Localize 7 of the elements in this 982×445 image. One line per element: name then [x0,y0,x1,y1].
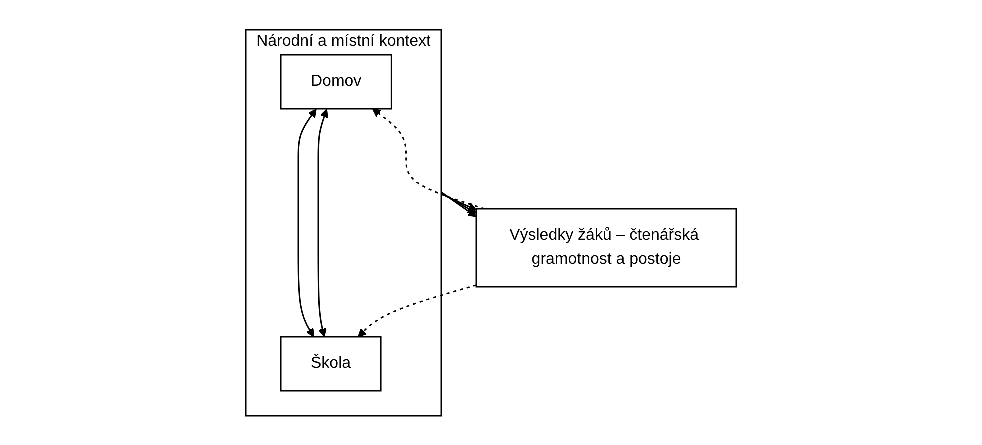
arrow [298,108,317,337]
node-box: Domov [280,54,392,110]
arrow [318,108,328,337]
node-box: Škola [280,336,382,392]
arrow [358,284,476,337]
node-box: Výsledky žáků – čtenářská gramotnost a postoje [476,208,737,288]
arrow [372,108,484,210]
